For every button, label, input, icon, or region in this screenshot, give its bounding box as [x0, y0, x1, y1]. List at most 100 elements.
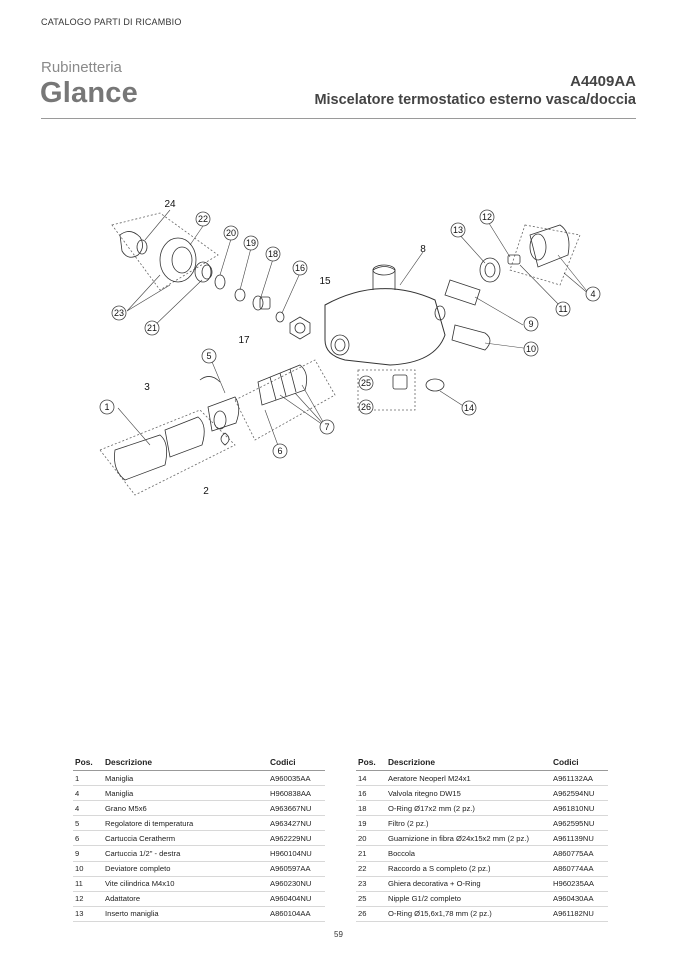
pos-cell: 4: [73, 800, 103, 817]
code-cell: A961139NU: [551, 830, 608, 847]
svg-text:18: 18: [268, 249, 278, 259]
code-cell: A961810NU: [551, 800, 608, 817]
col-desc: Descrizione: [103, 756, 268, 771]
pos-cell: 26: [356, 906, 386, 922]
desc-cell: Maniglia: [103, 785, 268, 802]
svg-text:25: 25: [361, 378, 371, 388]
code-cell: A963667NU: [268, 800, 325, 817]
desc-cell: Grano M5x6: [103, 800, 268, 817]
callout-11: 11: [555, 301, 571, 317]
desc-cell: Adattatore: [103, 891, 268, 907]
callout-2: 2: [203, 486, 209, 497]
pos-cell: 6: [73, 830, 103, 847]
callout-6: 6: [272, 443, 288, 459]
code-cell: A961182NU: [551, 906, 608, 922]
svg-text:5: 5: [206, 351, 211, 361]
svg-text:20: 20: [226, 228, 236, 238]
pos-cell: 5: [73, 815, 103, 832]
svg-text:6: 6: [277, 446, 282, 456]
desc-cell: Vite cilindrica M4x10: [103, 876, 268, 892]
callout-19: 19: [243, 235, 259, 251]
svg-text:14: 14: [464, 403, 474, 413]
code-cell: A960597AA: [268, 861, 325, 877]
svg-text:4: 4: [590, 289, 595, 299]
desc-cell: Cartuccia 1/2" - destra: [103, 845, 268, 862]
svg-text:16: 16: [295, 263, 305, 273]
svg-text:1: 1: [104, 402, 109, 412]
desc-cell: Ghiera decorativa + O-Ring: [386, 876, 551, 892]
desc-cell: Valvola ritegno DW15: [386, 785, 551, 802]
code-cell: A960430AA: [551, 891, 608, 907]
catalog-label: CATALOGO PARTI DI RICAMBIO: [41, 17, 182, 27]
desc-cell: O-Ring Ø15,6x1,78 mm (2 pz.): [386, 906, 551, 922]
callout-8: 8: [420, 244, 426, 255]
callout-4: 4: [585, 286, 601, 302]
series-name: Glance: [40, 77, 138, 109]
callout-25: 25: [358, 375, 374, 391]
svg-text:22: 22: [198, 214, 208, 224]
code-cell: A961132AA: [551, 770, 608, 787]
callout-7: 7: [319, 419, 335, 435]
pos-cell: 13: [73, 906, 103, 922]
code-cell: A962229NU: [268, 830, 325, 847]
desc-cell: Cartuccia Ceratherm: [103, 830, 268, 847]
svg-text:21: 21: [147, 323, 157, 333]
pos-cell: 11: [73, 876, 103, 892]
product-code: A4409AA: [570, 73, 636, 90]
desc-cell: Filtro (2 pz.): [386, 815, 551, 832]
callout-17: 17: [238, 335, 250, 346]
col-code: Codici: [268, 756, 325, 771]
exploded-view-diagram: 22 20 19 18 16 23 21 13 12 4 11 9 10 5 1…: [90, 195, 610, 505]
desc-cell: Maniglia: [103, 770, 268, 787]
desc-cell: O-Ring Ø17x2 mm (2 pz.): [386, 800, 551, 817]
pos-cell: 12: [73, 891, 103, 907]
col-code: Codici: [551, 756, 608, 771]
svg-text:10: 10: [526, 344, 536, 354]
callout-15: 15: [319, 276, 331, 287]
pos-cell: 19: [356, 815, 386, 832]
code-cell: A860774AA: [551, 861, 608, 877]
series-label: Rubinetteria: [41, 59, 122, 76]
desc-cell: Raccordo a S completo (2 pz.): [386, 861, 551, 877]
col-pos: Pos.: [356, 756, 386, 771]
pos-cell: 22: [356, 861, 386, 877]
callout-3: 3: [144, 382, 150, 393]
callout-10: 10: [523, 341, 539, 357]
svg-text:23: 23: [114, 308, 124, 318]
desc-cell: Regolatore di temperatura: [103, 815, 268, 832]
callout-20: 20: [223, 225, 239, 241]
pos-cell: 16: [356, 785, 386, 802]
pos-cell: 21: [356, 845, 386, 862]
code-cell: H960838AA: [268, 785, 325, 802]
callout-14: 14: [461, 400, 477, 416]
code-cell: A960230NU: [268, 876, 325, 892]
pos-cell: 25: [356, 891, 386, 907]
desc-cell: Guarnizione in fibra Ø24x15x2 mm (2 pz.): [386, 830, 551, 847]
callout-16: 16: [292, 260, 308, 276]
code-cell: A860775AA: [551, 845, 608, 862]
callout-13: 13: [450, 222, 466, 238]
svg-text:26: 26: [361, 402, 371, 412]
desc-cell: Nipple G1/2 completo: [386, 891, 551, 907]
pos-cell: 1: [73, 770, 103, 787]
pos-cell: 14: [356, 770, 386, 787]
